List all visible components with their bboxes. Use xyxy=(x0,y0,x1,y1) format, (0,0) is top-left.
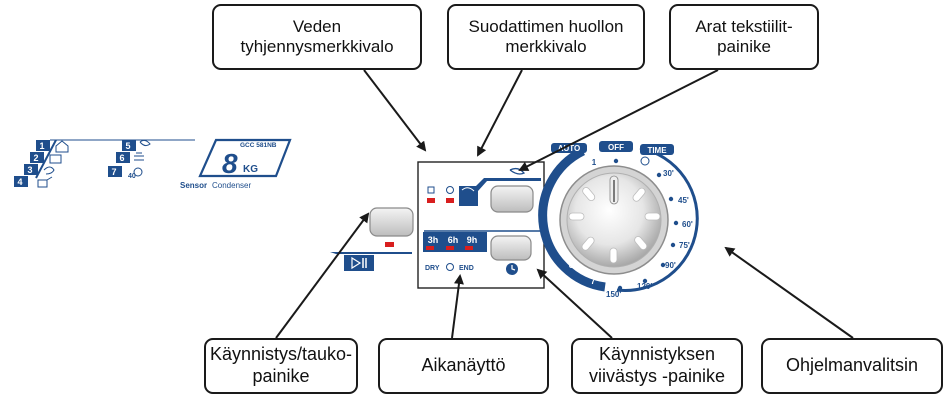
delicate-icon-inpanel xyxy=(461,187,475,192)
arrow-delicate xyxy=(518,69,719,171)
time-45: 45' xyxy=(678,196,689,205)
time-3h: 3h xyxy=(428,235,439,245)
callout-start-pause: Käynnistys/tauko-painike xyxy=(204,338,358,394)
time-30: 30' xyxy=(663,169,674,178)
dial-auto-6: 6 xyxy=(569,261,574,270)
program-number-6: 6 xyxy=(119,153,124,163)
dial-auto-7: 7 xyxy=(591,277,596,286)
brand-sensor: Sensor xyxy=(180,181,207,190)
time-60: 60' xyxy=(682,220,693,229)
led-3h xyxy=(426,246,434,250)
program-number-7: 7 xyxy=(111,167,116,177)
mixed-icon xyxy=(37,176,53,188)
towel-icon xyxy=(134,152,144,161)
start-pause-button[interactable] xyxy=(369,207,414,237)
dial-auto-2: 2 xyxy=(566,176,571,185)
iron-icon xyxy=(49,154,62,164)
cupboard-icon xyxy=(55,140,69,153)
time-150: 150' xyxy=(606,290,621,299)
arrow-program-selector xyxy=(724,246,854,339)
water-tank-icon xyxy=(427,186,435,194)
program-number-2: 2 xyxy=(33,153,38,163)
fan-icon xyxy=(446,263,454,271)
model-label: GCC 581NB xyxy=(240,142,277,149)
hanger-icon xyxy=(43,166,55,175)
filter-icon xyxy=(446,186,454,194)
callout-time-display: Aikanäyttö xyxy=(378,338,549,394)
off-label: OFF xyxy=(608,143,624,152)
start-pause-led xyxy=(385,242,394,247)
arrow-filter xyxy=(477,69,523,157)
delicate-button[interactable] xyxy=(490,185,534,213)
arrow-time-display xyxy=(451,274,464,339)
wool-icon xyxy=(139,139,151,147)
dial-auto-3: 3 xyxy=(556,197,561,206)
dial-auto-5: 5 xyxy=(558,243,563,252)
time-6h: 6h xyxy=(448,235,459,245)
start-pause-control xyxy=(330,207,414,271)
callout-delicate-button: Arat tekstiilit-painike xyxy=(669,4,819,70)
callout-delay-start: Käynnistyksen viivästys -painike xyxy=(571,338,743,394)
program-number-4: 4 xyxy=(17,177,22,187)
arrow-start-pause xyxy=(275,212,370,339)
arrow-drain xyxy=(363,69,427,152)
time-9h: 9h xyxy=(467,235,478,245)
auto-arc xyxy=(538,146,606,292)
arrow-delay-start xyxy=(536,268,613,339)
callout-arrows xyxy=(275,69,854,339)
dial-auto-4: 4 xyxy=(553,220,558,229)
led-6h xyxy=(446,246,454,250)
auto-label: AUTO xyxy=(558,144,581,153)
end-label: END xyxy=(459,265,474,272)
program-dial: AUTO OFF TIME 1 2 3 4 5 6 7 30' 45' 60' … xyxy=(538,141,699,299)
brand-condenser: Condenser xyxy=(212,181,251,190)
time-label: TIME xyxy=(647,146,667,155)
temp-40-label: 40 xyxy=(128,173,136,180)
dial-fan-icon xyxy=(640,156,650,166)
time-90: 90' xyxy=(665,261,676,270)
program-number-3: 3 xyxy=(27,165,32,175)
timer-icon xyxy=(133,167,143,177)
led-9h xyxy=(465,246,473,250)
program-legend-panel: 1 2 3 4 5 6 7 40 GCC 581NB 8 KG Sensor C… xyxy=(14,138,292,190)
callout-filter-indicator: Suodattimen huollon merkkivalo xyxy=(447,4,645,70)
play-pause-icon xyxy=(351,256,362,270)
time-120: 120' xyxy=(637,282,652,291)
program-number-5: 5 xyxy=(125,141,130,151)
capacity-unit: KG xyxy=(243,164,258,175)
center-control-panel: 3h 6h 9h DRY END xyxy=(417,161,545,289)
delicate-icon xyxy=(509,167,526,175)
program-number-1: 1 xyxy=(39,141,44,151)
callout-program-selector: Ohjelmanvalitsin xyxy=(761,338,943,394)
time-75: 75' xyxy=(679,241,690,250)
capacity-value: 8 xyxy=(222,148,238,179)
callout-drain-indicator: Veden tyhjennysmerkkivalo xyxy=(212,4,422,70)
capacity-badge xyxy=(198,138,292,178)
dial-auto-1: 1 xyxy=(592,158,597,167)
delay-start-button[interactable] xyxy=(490,235,532,261)
time-arc xyxy=(616,146,699,292)
drain-led xyxy=(427,198,435,203)
filter-led xyxy=(446,198,454,203)
dry-label: DRY xyxy=(425,265,440,272)
